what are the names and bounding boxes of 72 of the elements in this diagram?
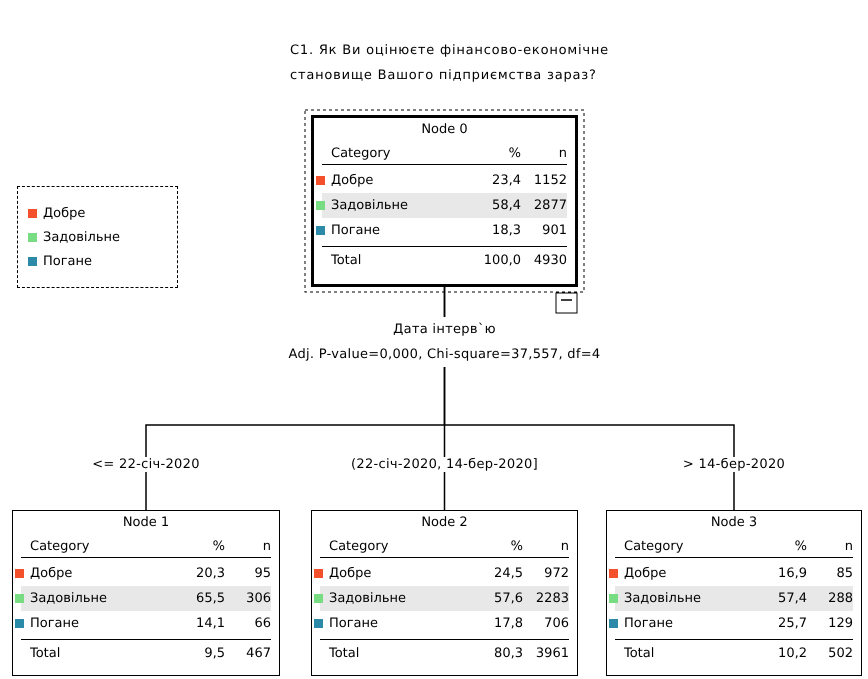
category-label: Задовільне	[624, 591, 701, 606]
category-label: Погане	[329, 616, 378, 631]
total-label: Total	[328, 646, 360, 661]
table-value: 20,3	[196, 566, 225, 581]
table-value: 288	[828, 591, 853, 606]
column-header: n	[262, 538, 271, 554]
total-label: Total	[623, 646, 654, 661]
table-value: 24,5	[494, 566, 523, 581]
column-header: n	[560, 538, 569, 554]
category-label: Погане	[331, 223, 380, 238]
table-value: 66	[254, 616, 271, 631]
table-value: 80,3	[494, 646, 523, 661]
table-value: 129	[828, 616, 853, 631]
table-value: 467	[246, 646, 271, 661]
column-header: n	[558, 146, 567, 160]
category-label: Погане	[30, 616, 80, 631]
table-value: 901	[542, 223, 567, 238]
edge-label: (22-січ-2020, 14-бер-2020]	[349, 457, 540, 472]
table-value: 706	[544, 616, 569, 631]
table-value: 17,8	[494, 616, 523, 631]
category-label: Добре	[329, 566, 372, 581]
table-value: 2283	[536, 591, 569, 606]
legend-label: Задовільне	[43, 230, 120, 244]
column-header: %	[508, 146, 521, 160]
diagram-title: С1. Як Ви оцінюєте фінансово-економічне становище Вашого підприємства зараз?	[290, 42, 610, 85]
category-label: Добре	[30, 566, 72, 581]
total-label: Total	[29, 646, 60, 661]
tree-node-box	[311, 510, 578, 676]
table-value: 100,0	[484, 253, 521, 268]
table-value: 16,9	[778, 566, 807, 581]
node-title: Node 2	[421, 515, 468, 530]
category-label: Добре	[624, 566, 666, 581]
table-value: 95	[254, 566, 271, 581]
category-label: Добре	[331, 173, 374, 188]
category-label: Задовільне	[329, 591, 406, 606]
table-value: 502	[828, 646, 853, 661]
category-label: Погане	[624, 616, 674, 631]
total-label: Total	[330, 253, 362, 268]
column-header: Category	[29, 538, 90, 554]
column-header: %	[510, 538, 523, 554]
table-value: 14,1	[196, 616, 225, 631]
legend-label: Добре	[43, 206, 86, 220]
node-title: Node 0	[421, 122, 468, 137]
column-header: n	[844, 538, 853, 554]
table-value: 85	[836, 566, 853, 581]
table-value: 972	[544, 566, 569, 581]
node-title: Node 3	[710, 515, 758, 530]
table-value: 306	[246, 591, 271, 606]
category-label: Задовільне	[30, 591, 107, 606]
column-header: Category	[328, 538, 388, 554]
table-value: 4930	[534, 253, 567, 268]
column-header: %	[212, 538, 225, 554]
table-value: 1152	[534, 173, 567, 188]
category-label: Задовільне	[331, 198, 408, 213]
table-value: 9,5	[204, 646, 225, 661]
table-value: 2877	[534, 198, 567, 213]
column-header: %	[794, 538, 807, 554]
table-value: 10,2	[778, 646, 807, 661]
table-value: 58,4	[492, 198, 521, 213]
tree-node-box	[606, 510, 862, 676]
table-value: 23,4	[492, 173, 521, 188]
tree-node-box	[12, 510, 280, 676]
table-value: 57,4	[778, 591, 807, 606]
table-value: 57,6	[494, 591, 523, 606]
legend-label: Погане	[43, 254, 92, 268]
table-value: 65,5	[196, 591, 225, 606]
table-value: 25,7	[778, 616, 807, 631]
column-header: Category	[623, 538, 684, 554]
table-value: 3961	[536, 646, 569, 661]
table-value: 18,3	[492, 223, 521, 238]
column-header: Category	[330, 146, 390, 160]
node-title: Node 1	[122, 515, 170, 530]
